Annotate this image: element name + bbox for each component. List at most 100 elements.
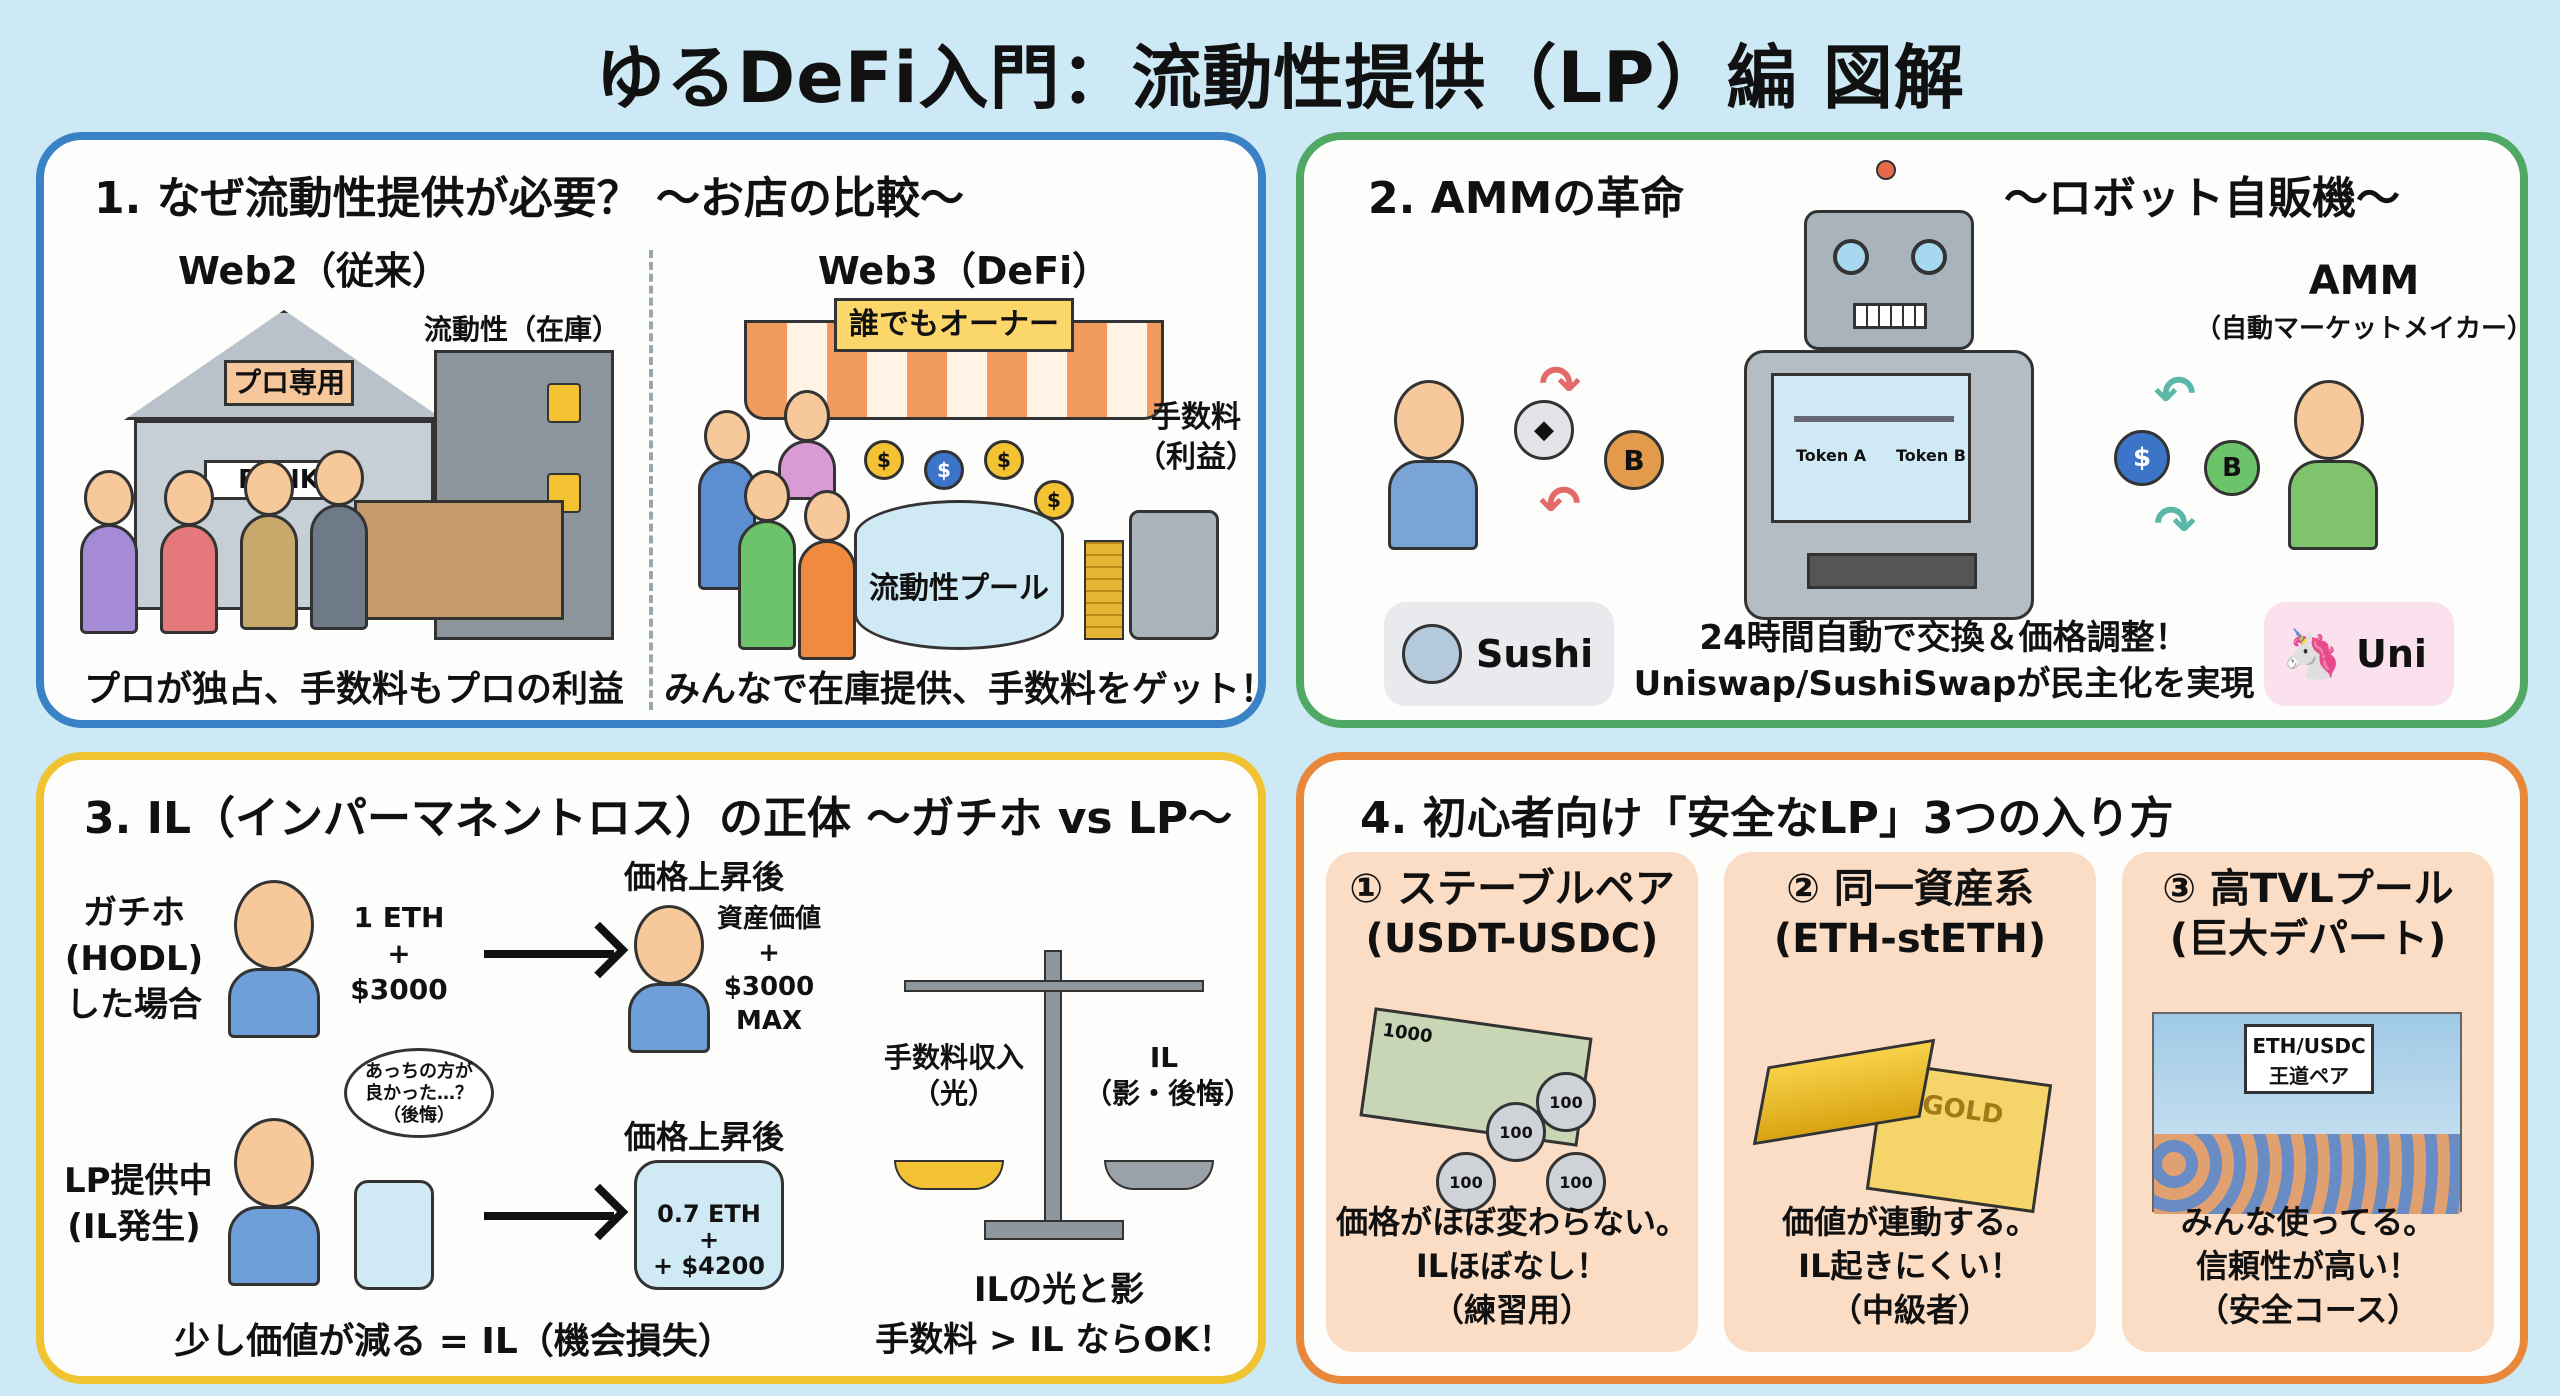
scale-beam xyxy=(904,980,1204,992)
scale-right-label: IL （影・後悔） xyxy=(1084,1040,1252,1112)
amm-title: AMM xyxy=(2308,258,2420,304)
web3-label: Web3（DeFi） xyxy=(817,249,1111,293)
dispenser-slot xyxy=(1807,553,1977,589)
fee-label-line: （利益） xyxy=(1136,440,1256,475)
holding-line: + xyxy=(387,937,411,970)
card-same-asset: ② 同一資産系(ETH-stETH) GOLD 価値が連動する。IL起きにくい！… xyxy=(1724,852,2096,1352)
hodl-label: ガチホ (HODL) した場合 xyxy=(64,890,204,1028)
thought-bubble: あっちの方が 良かった…？ （後悔） xyxy=(344,1048,494,1138)
coin-100-icon: 100 xyxy=(1486,1102,1546,1162)
panel-heading: 1. なぜ流動性提供が必要？ ～お店の比較～ xyxy=(94,173,964,224)
balance-scale-icon xyxy=(1794,416,1954,422)
holding-line: 1 ETH xyxy=(353,901,445,934)
coin-100-icon: 100 xyxy=(1436,1152,1496,1212)
bank-sign: プロ専用 xyxy=(224,360,354,406)
pool-value-line: 0.7 ETH xyxy=(657,1200,761,1228)
il-caption: 少し価値が減る = IL（機会損失） xyxy=(174,1321,734,1362)
fee-label: 手数料 （利益） xyxy=(1136,398,1256,478)
scale-caption: 手数料 > IL ならOK！ xyxy=(875,1320,1233,1360)
scale-left-line: （光） xyxy=(911,1077,996,1110)
card-title-line: ① ステーブルペア xyxy=(1349,866,1675,912)
card-title: ③ 高TVLプール(巨大デパート) xyxy=(2122,864,2494,964)
robot-head xyxy=(1804,210,1974,350)
scale-left-line: 手数料収入 xyxy=(883,1041,1024,1074)
balance-scale-icon xyxy=(894,950,1214,1250)
card-description: 価格がほぼ変わらない。ILほぼなし！（練習用） xyxy=(1326,1200,1698,1332)
lp-label-line: (IL発生) xyxy=(67,1207,201,1247)
scale-pillar xyxy=(1044,950,1062,1230)
robot-collector xyxy=(1129,510,1219,640)
robot-body: Token A Token B xyxy=(1744,350,2034,620)
amm-caption-line-2: Uniswap/SushiSwapが民主化を実現 xyxy=(1633,664,2255,704)
crowd-illustration xyxy=(2154,1134,2460,1214)
after-value-line: 資産価値 xyxy=(716,904,821,934)
lp-label-line: LP提供中 xyxy=(64,1161,213,1201)
after-value-line: MAX xyxy=(735,1006,803,1036)
scale-base xyxy=(984,1220,1124,1240)
store-sign-line: ETH/USDC xyxy=(2252,1034,2366,1058)
usdc-coin-icon: $ xyxy=(924,450,964,490)
card-title-line: (USDT-USDC) xyxy=(1365,916,1659,962)
sushi-logo-badge: Sushi xyxy=(1384,602,1614,706)
unicorn-icon: 🦄 xyxy=(2282,626,2342,682)
panel-amm-revolution: 2. AMMの革命 ～ロボット自販機～ Token A Token B ◆ B … xyxy=(1296,132,2533,728)
swap-arrow-icon: ↷ xyxy=(1539,355,1581,413)
store-sign-line: 王道ペア xyxy=(2269,1064,2349,1088)
hodl-after-value: 資産価値 + $3000 MAX xyxy=(714,902,824,1038)
scale-pan-light xyxy=(894,1160,1004,1190)
sushi-label: Sushi xyxy=(1476,632,1594,676)
pool-value-line: + $4200 xyxy=(653,1252,765,1280)
dollar-coin-icon: $ xyxy=(1034,480,1074,520)
uniswap-logo-badge: 🦄 Uni xyxy=(2264,602,2454,706)
vampire-icon xyxy=(1402,624,1462,684)
eth-coin-icon: ◆ xyxy=(1514,400,1574,460)
hodl-holding: 1 ETH + $3000 xyxy=(344,900,454,1008)
amm-caption-line-1: 24時間自動で交換＆価格調整！ xyxy=(1699,618,2189,658)
robot-mouth xyxy=(1853,303,1927,329)
card-description: みんな使ってる。信頼性が高い！（安全コース） xyxy=(2122,1200,2494,1332)
swap-arrow-icon: ↶ xyxy=(2154,365,2196,423)
desc-line: 価格がほぼ変わらない。 xyxy=(1335,1203,1688,1241)
stall-sign: 誰でもオーナー xyxy=(834,298,1074,352)
usdc-coin-icon: $ xyxy=(2114,430,2170,486)
desc-line: 信頼性が高い！ xyxy=(2195,1247,2420,1285)
desc-line: ILほぼなし！ xyxy=(1415,1247,1609,1285)
store-sign: ETH/USDC 王道ペア xyxy=(2244,1024,2374,1094)
desc-line: みんな使ってる。 xyxy=(2180,1203,2436,1241)
divider xyxy=(649,250,653,710)
robot-eye-icon xyxy=(1833,239,1869,275)
token-b-coin-icon: B xyxy=(2204,440,2260,496)
scale-pan-shadow xyxy=(1104,1160,1214,1190)
desc-line: IL起きにくい！ xyxy=(1798,1247,2022,1285)
bank-counter xyxy=(354,500,564,620)
swap-arrow-icon: ↶ xyxy=(1539,475,1581,533)
card-description: 価値が連動する。IL起きにくい！（中級者） xyxy=(1724,1200,2096,1332)
web2-caption: プロが独占、手数料もプロの利益 xyxy=(83,669,624,710)
card-title-line: (ETH-stETH) xyxy=(1773,916,2047,962)
dollar-coin-icon: $ xyxy=(984,440,1024,480)
holding-line: $3000 xyxy=(350,973,448,1006)
fee-label-line: 手数料 xyxy=(1151,400,1241,435)
liquidity-pool-tank: 流動性プール xyxy=(854,500,1064,650)
token-b-label: Token B xyxy=(1896,446,1966,465)
scale-left-label: 手数料収入 （光） xyxy=(864,1040,1044,1112)
desc-line: 価値が連動する。 xyxy=(1781,1203,2038,1241)
panel-impermanent-loss: 3. IL（インパーマネントロス）の正体 ～ガチホ vs LP～ ガチホ (HO… xyxy=(36,752,1266,1384)
panel-heading: 4. 初心者向け「安全なLP」3つの入り方 xyxy=(1360,793,2174,844)
coin-100-icon: 100 xyxy=(1536,1072,1596,1132)
scale-title: ILの光と影 xyxy=(973,1270,1145,1310)
right-arrow-icon xyxy=(484,950,614,958)
after-value-line: + xyxy=(758,938,780,968)
web3-caption: みんなで在庫提供、手数料をゲット！ xyxy=(664,669,1277,710)
card-title: ① ステーブルペア(USDT-USDC) xyxy=(1326,864,1698,964)
department-store-illustration: ETH/USDC 王道ペア xyxy=(2152,1012,2462,1214)
after-value-line: $3000 xyxy=(723,972,815,1002)
vending-window: Token A Token B xyxy=(1771,373,1971,523)
panel-heading: 3. IL（インパーマネントロス）の正体 ～ガチホ vs LP～ xyxy=(84,793,1233,844)
pool-value: 0.7 ETH + + $4200 xyxy=(637,1201,781,1279)
pool-value-line: + xyxy=(698,1226,720,1254)
uni-label: Uni xyxy=(2356,632,2427,676)
lock-icon xyxy=(547,383,581,423)
token-b-coin-icon: B xyxy=(1604,430,1664,490)
lp-after-title: 価格上昇後 xyxy=(624,1118,785,1156)
